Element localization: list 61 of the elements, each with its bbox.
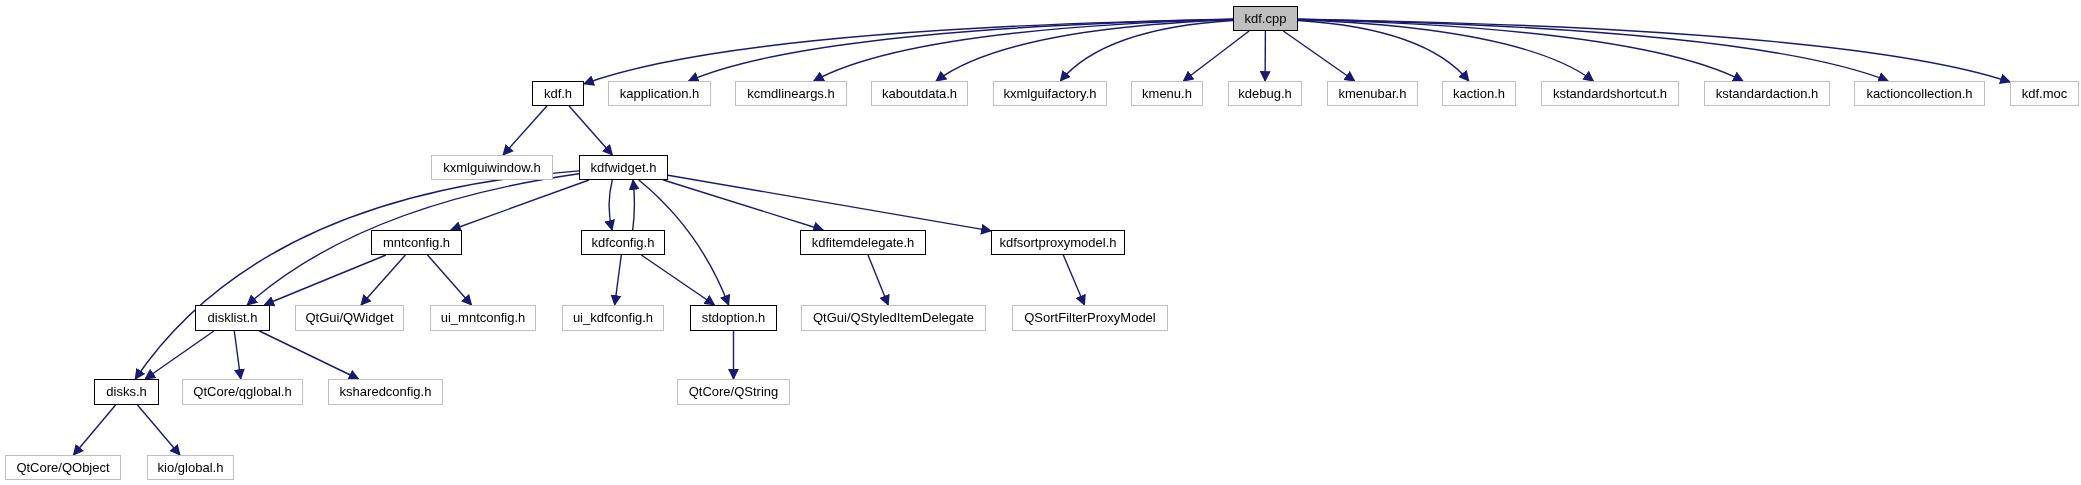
external-header-node: ksharedconfig.h	[328, 379, 443, 405]
header-file-node: stdoption.h	[690, 305, 777, 331]
external-header-node: kaboutdata.h	[871, 81, 968, 106]
external-header-node: kxmlguiwindow.h	[431, 155, 553, 180]
header-file-node: mntconfig.h	[371, 230, 462, 255]
header-file-node: kdf.h	[532, 81, 584, 106]
external-header-node: kapplication.h	[608, 81, 711, 106]
include-arrow	[134, 170, 580, 380]
include-arrow	[667, 174, 993, 235]
include-arrow	[144, 330, 215, 380]
include-arrow	[426, 254, 473, 306]
include-arrow	[502, 105, 548, 156]
include-arrow	[638, 179, 730, 306]
include-arrow	[867, 254, 890, 306]
external-header-node: kdebug.h	[1228, 81, 1302, 106]
include-arrow	[1282, 30, 1356, 82]
include-arrow	[233, 330, 245, 381]
external-header-node: kstandardshortcut.h	[1541, 81, 1679, 106]
external-header-node: QtGui/QStyledItemDelegate	[801, 305, 986, 331]
external-header-node: ui_kdfconfig.h	[562, 305, 664, 331]
external-header-node: QtGui/QWidget	[295, 305, 404, 331]
external-header-node: kdf.moc	[2010, 81, 2079, 106]
include-arrow	[258, 330, 360, 380]
external-header-node: kactioncollection.h	[1854, 81, 1985, 106]
header-file-node: disklist.h	[195, 305, 270, 331]
include-arrow	[568, 105, 614, 156]
include-arrow	[360, 254, 407, 306]
include-arrow	[1059, 19, 1234, 82]
external-header-node: kio/global.h	[147, 455, 234, 480]
external-header-node: ui_mntconfig.h	[430, 305, 536, 331]
include-arrow	[1062, 254, 1086, 306]
include-arrow	[582, 18, 1234, 87]
include-arrow	[136, 404, 181, 456]
header-file-node: kdfsortproxymodel.h	[991, 230, 1125, 255]
include-arrow	[1297, 18, 2012, 85]
include-arrow	[628, 178, 640, 231]
include-arrow	[728, 330, 739, 381]
external-header-node: kcmdlineargs.h	[735, 81, 847, 106]
header-file-node: kdfwidget.h	[579, 155, 668, 180]
include-arrow	[1182, 30, 1250, 82]
external-header-node: kmenubar.h	[1327, 81, 1418, 106]
external-header-node: kaction.h	[1442, 81, 1516, 106]
external-header-node: kxmlguifactory.h	[993, 81, 1107, 106]
include-arrow	[246, 173, 580, 306]
include-arrow	[72, 404, 117, 456]
include-arrow	[604, 179, 616, 232]
include-arrow	[640, 254, 716, 306]
external-header-node: QtCore/QObject	[5, 455, 121, 480]
header-file-node: kdfconfig.h	[581, 230, 665, 255]
external-header-node: kmenu.h	[1131, 81, 1203, 106]
header-file-node: disks.h	[94, 379, 159, 405]
external-header-node: QtCore/QString	[677, 379, 790, 405]
include-arrow	[610, 254, 622, 307]
external-header-node: kstandardaction.h	[1704, 81, 1830, 106]
source-file-node: kdf.cpp	[1233, 6, 1298, 31]
include-arrow	[449, 179, 590, 232]
external-header-node: QSortFilterProxyModel	[1012, 305, 1168, 331]
header-file-node: kdfitemdelegate.h	[800, 230, 926, 255]
include-arrow	[1259, 30, 1271, 83]
external-header-node: QtCore/qglobal.h	[182, 379, 303, 405]
include-arrow	[263, 254, 387, 307]
